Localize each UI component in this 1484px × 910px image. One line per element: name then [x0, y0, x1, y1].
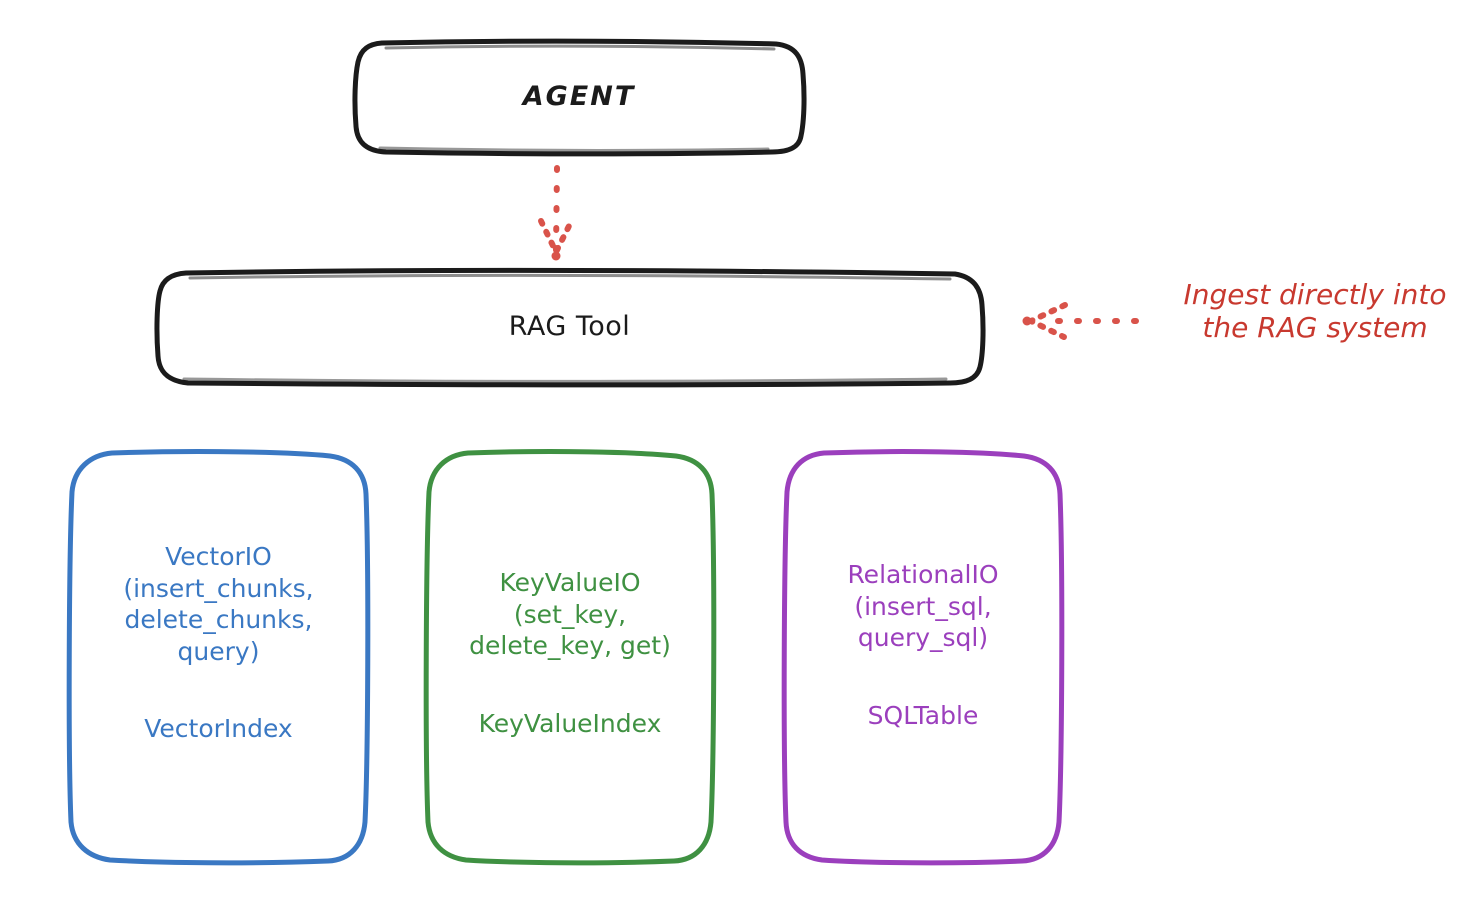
vector-io-text-stack: VectorIO (insert_chunks, delete_chunks, … — [123, 541, 313, 745]
relational-io-box-outline — [781, 449, 1065, 866]
ingest-annotation-label: Ingest directly into the RAG system — [1183, 278, 1447, 345]
relational-io-title: RelationalIO (insert_sql, query_sql) — [847, 560, 999, 652]
key-value-io-node[interactable]: KeyValueIO (set_key, delete_key, get) Ke… — [428, 452, 712, 862]
rag-tool-label: RAG Tool — [508, 311, 631, 342]
relational-io-index: SQLTable — [867, 700, 979, 730]
agent-to-rag-connector — [538, 165, 575, 261]
rag-tool-box-outline — [154, 267, 986, 388]
relational-io-text-stack: RelationalIO (insert_sql, query_sql) SQL… — [847, 559, 998, 731]
rag-tool-node[interactable]: RAG Tool — [157, 270, 982, 383]
key-value-io-index: KeyValueIndex — [478, 708, 662, 738]
vector-io-index: VectorIndex — [144, 714, 293, 744]
agent-node[interactable]: AGENT — [355, 40, 803, 153]
vector-io-title: VectorIO (insert_chunks, delete_chunks, … — [123, 542, 314, 666]
key-value-io-box-outline — [423, 449, 717, 866]
key-value-io-text-stack: KeyValueIO (set_key, delete_key, get) Ke… — [469, 567, 671, 739]
key-value-io-title: KeyValueIO (set_key, delete_key, get) — [469, 568, 671, 660]
vector-io-box-outline — [66, 449, 371, 866]
relational-io-node[interactable]: RelationalIO (insert_sql, query_sql) SQL… — [786, 452, 1060, 862]
agent-box-outline — [352, 38, 807, 157]
ingest-to-rag-connector — [1022, 302, 1139, 340]
agent-label: AGENT — [522, 81, 636, 112]
vector-io-node[interactable]: VectorIO (insert_chunks, delete_chunks, … — [70, 452, 367, 862]
